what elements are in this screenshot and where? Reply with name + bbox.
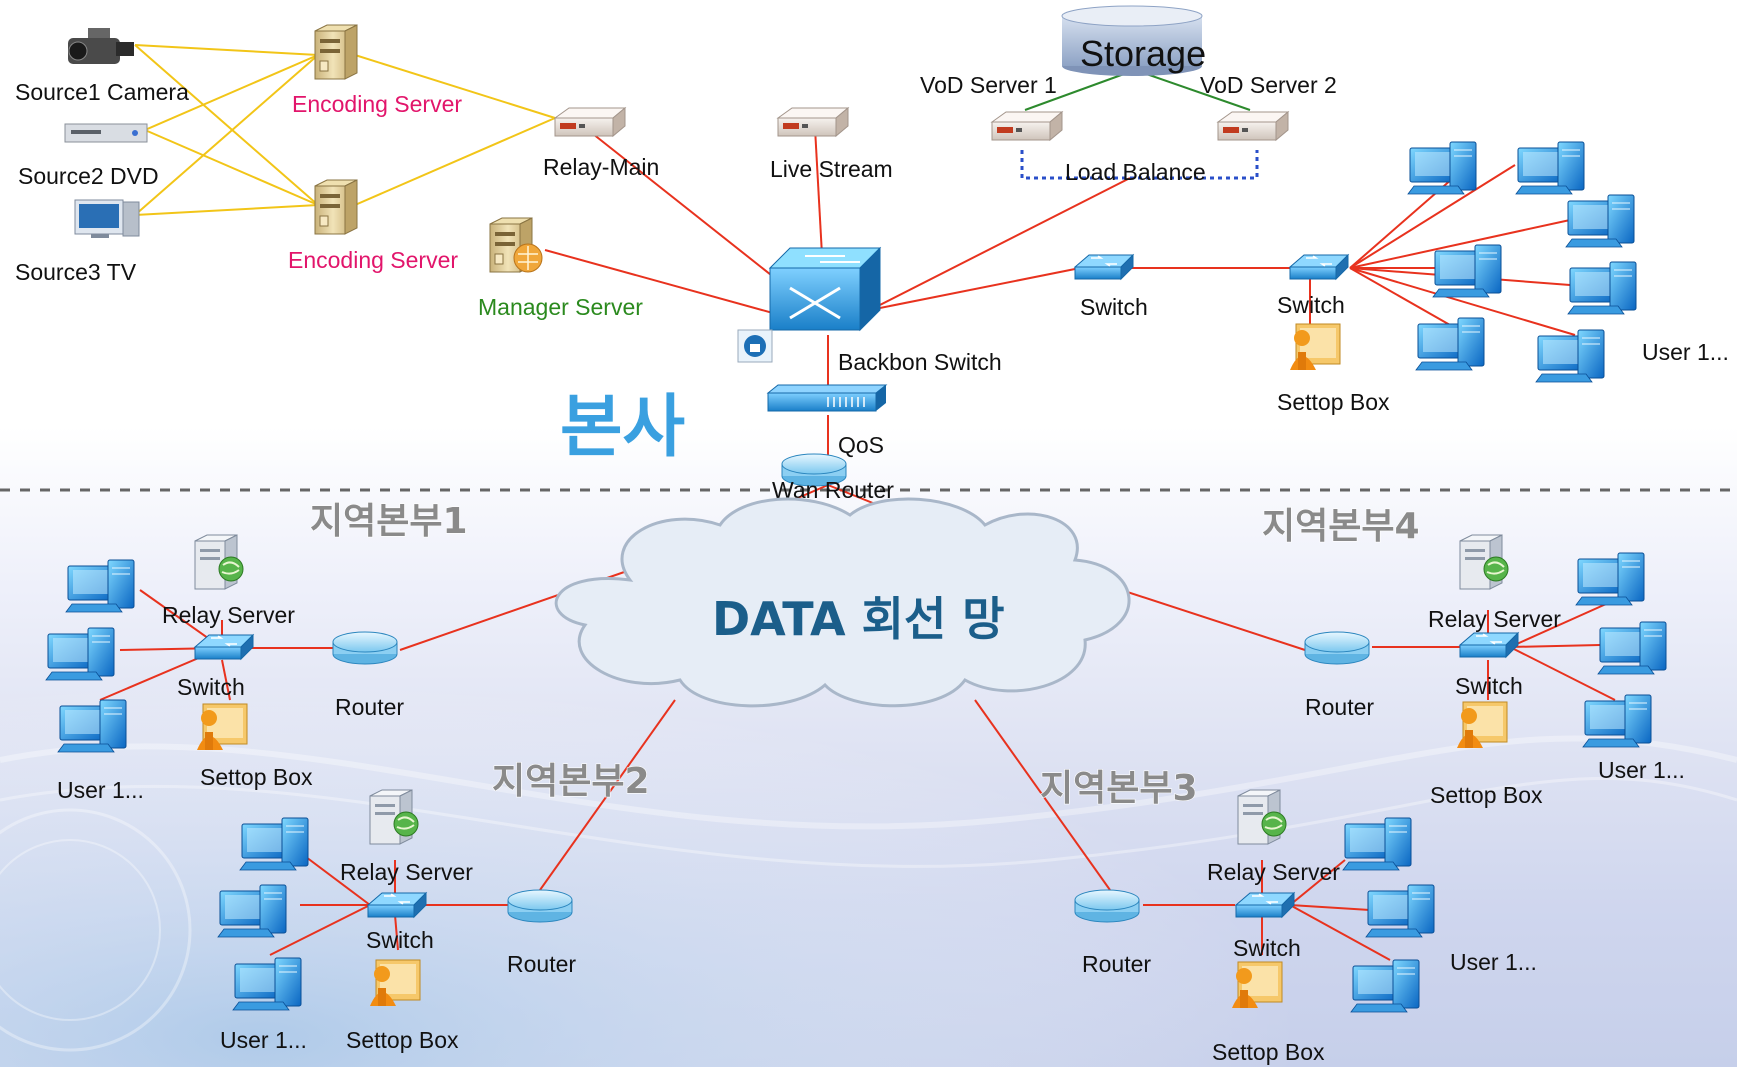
source-tv-label: Source3 TV <box>15 259 137 285</box>
qos-label: QoS <box>838 432 884 458</box>
relay-main-icon <box>554 107 626 137</box>
vod-server-1-label: VoD Server 1 <box>920 72 1057 98</box>
region-1-label: 지역본부1 <box>310 501 468 542</box>
region-2-switch-label: Switch <box>366 927 434 953</box>
pc-icon <box>1582 694 1652 748</box>
manager-server-icon <box>489 217 543 273</box>
manager-server-label: Manager Server <box>478 294 643 320</box>
backbone-switch-icon <box>768 246 882 332</box>
switch-1-icon <box>1074 254 1134 280</box>
settop-box-icon <box>1289 323 1341 371</box>
pc-icon <box>217 884 287 938</box>
load-balance-label: Load Balance <box>1065 159 1206 185</box>
pc-icon <box>232 957 302 1011</box>
switch-2-label: Switch <box>1277 292 1345 318</box>
region-1-switch-label: Switch <box>177 674 245 700</box>
source-dvd-label: Source2 DVD <box>18 163 159 189</box>
relay-server-icon <box>369 789 419 845</box>
hq-links <box>544 127 1576 455</box>
pc-icon <box>45 627 115 681</box>
region-4-settop-label: Settop Box <box>1430 782 1543 808</box>
router-icon <box>1074 889 1140 923</box>
region-1-user-label: User 1... <box>57 777 144 803</box>
settop-box-icon <box>1456 701 1508 749</box>
region-2-router-label: Router <box>507 951 576 977</box>
pc-icon <box>1407 141 1477 195</box>
data-network-label: DATA 회선 망 <box>712 592 1005 646</box>
lock-icon <box>737 329 773 363</box>
hq-label: 본사 <box>560 388 685 467</box>
data-network-cloud <box>554 497 1131 708</box>
pc-icon <box>1567 261 1637 315</box>
user-label: User 1... <box>1642 339 1729 365</box>
region-2-user-label: User 1... <box>220 1027 307 1053</box>
region-3-settop-label: Settop Box <box>1212 1039 1325 1065</box>
region-3-label: 지역본부3 <box>1040 768 1198 809</box>
encoding-server-1-icon <box>314 24 358 80</box>
tv-icon <box>74 199 140 238</box>
region-1-settop-label: Settop Box <box>200 764 313 790</box>
region-3-switch-label: Switch <box>1233 935 1301 961</box>
encoding-server-2-label: Encoding Server <box>288 247 458 273</box>
source-camera-label: Source1 Camera <box>15 79 189 105</box>
camera-icon <box>68 28 134 64</box>
pc-icon <box>1365 884 1435 938</box>
relay-server-icon <box>194 534 244 590</box>
relay-main-label: Relay-Main <box>543 154 659 180</box>
region-1-router-label: Router <box>335 694 404 720</box>
dvd-player-icon <box>64 123 148 143</box>
region-4-switch-label: Switch <box>1455 673 1523 699</box>
settop-box-label: Settop Box <box>1277 389 1390 415</box>
region-4-relay-label: Relay Server <box>1428 606 1561 632</box>
vod-server-2-label: VoD Server 2 <box>1200 72 1337 98</box>
pc-icon <box>1350 959 1420 1013</box>
region-4-router-label: Router <box>1305 694 1374 720</box>
load-balance-bracket <box>1020 150 1259 180</box>
pc-icon <box>65 559 135 613</box>
relay-server-icon <box>1237 789 1287 845</box>
pc-icon <box>1575 552 1645 606</box>
pc-icon <box>1515 141 1585 195</box>
pc-icon <box>1597 621 1667 675</box>
router-icon <box>1304 631 1370 665</box>
region-2-relay-label: Relay Server <box>340 859 473 885</box>
storage-links <box>1024 69 1251 111</box>
encoding-server-1-label: Encoding Server <box>292 91 462 117</box>
settop-box-icon <box>369 959 421 1007</box>
qos-device-icon <box>766 384 888 412</box>
pc-icon <box>1432 244 1502 298</box>
encoding-server-2-icon <box>314 179 358 235</box>
pc-icon <box>239 817 309 871</box>
source-links <box>134 44 556 216</box>
switch-2-icon <box>1289 254 1349 280</box>
region-1-relay-label: Relay Server <box>162 602 295 628</box>
relay-server-icon <box>1459 534 1509 590</box>
region-3-user-label: User 1... <box>1450 949 1537 975</box>
region-2-settop-label: Settop Box <box>346 1027 459 1053</box>
settop-box-icon <box>1231 961 1283 1009</box>
pc-icon <box>1565 194 1635 248</box>
switch-1-label: Switch <box>1080 294 1148 320</box>
backbone-switch-label: Backbon Switch <box>838 349 1002 375</box>
region-4-label: 지역본부4 <box>1262 506 1420 547</box>
pc-icon <box>57 699 127 753</box>
storage-icon <box>1061 5 1203 76</box>
pc-icon <box>1535 329 1605 383</box>
region-3-router-label: Router <box>1082 951 1151 977</box>
router-icon <box>332 631 398 665</box>
region-2-label: 지역본부2 <box>492 761 650 802</box>
pc-icon <box>1342 817 1412 871</box>
storage-label: Storage <box>1080 33 1206 74</box>
vod-server-2-icon <box>1217 111 1289 141</box>
pc-icon <box>1415 317 1485 371</box>
live-stream-label: Live Stream <box>770 156 893 182</box>
settop-box-icon <box>196 703 248 751</box>
region-3-relay-label: Relay Server <box>1207 859 1340 885</box>
router-icon <box>507 889 573 923</box>
background-circuit <box>0 735 1737 1052</box>
region-4-user-label: User 1... <box>1598 757 1685 783</box>
vod-server-1-icon <box>991 111 1063 141</box>
live-stream-icon <box>777 107 849 137</box>
